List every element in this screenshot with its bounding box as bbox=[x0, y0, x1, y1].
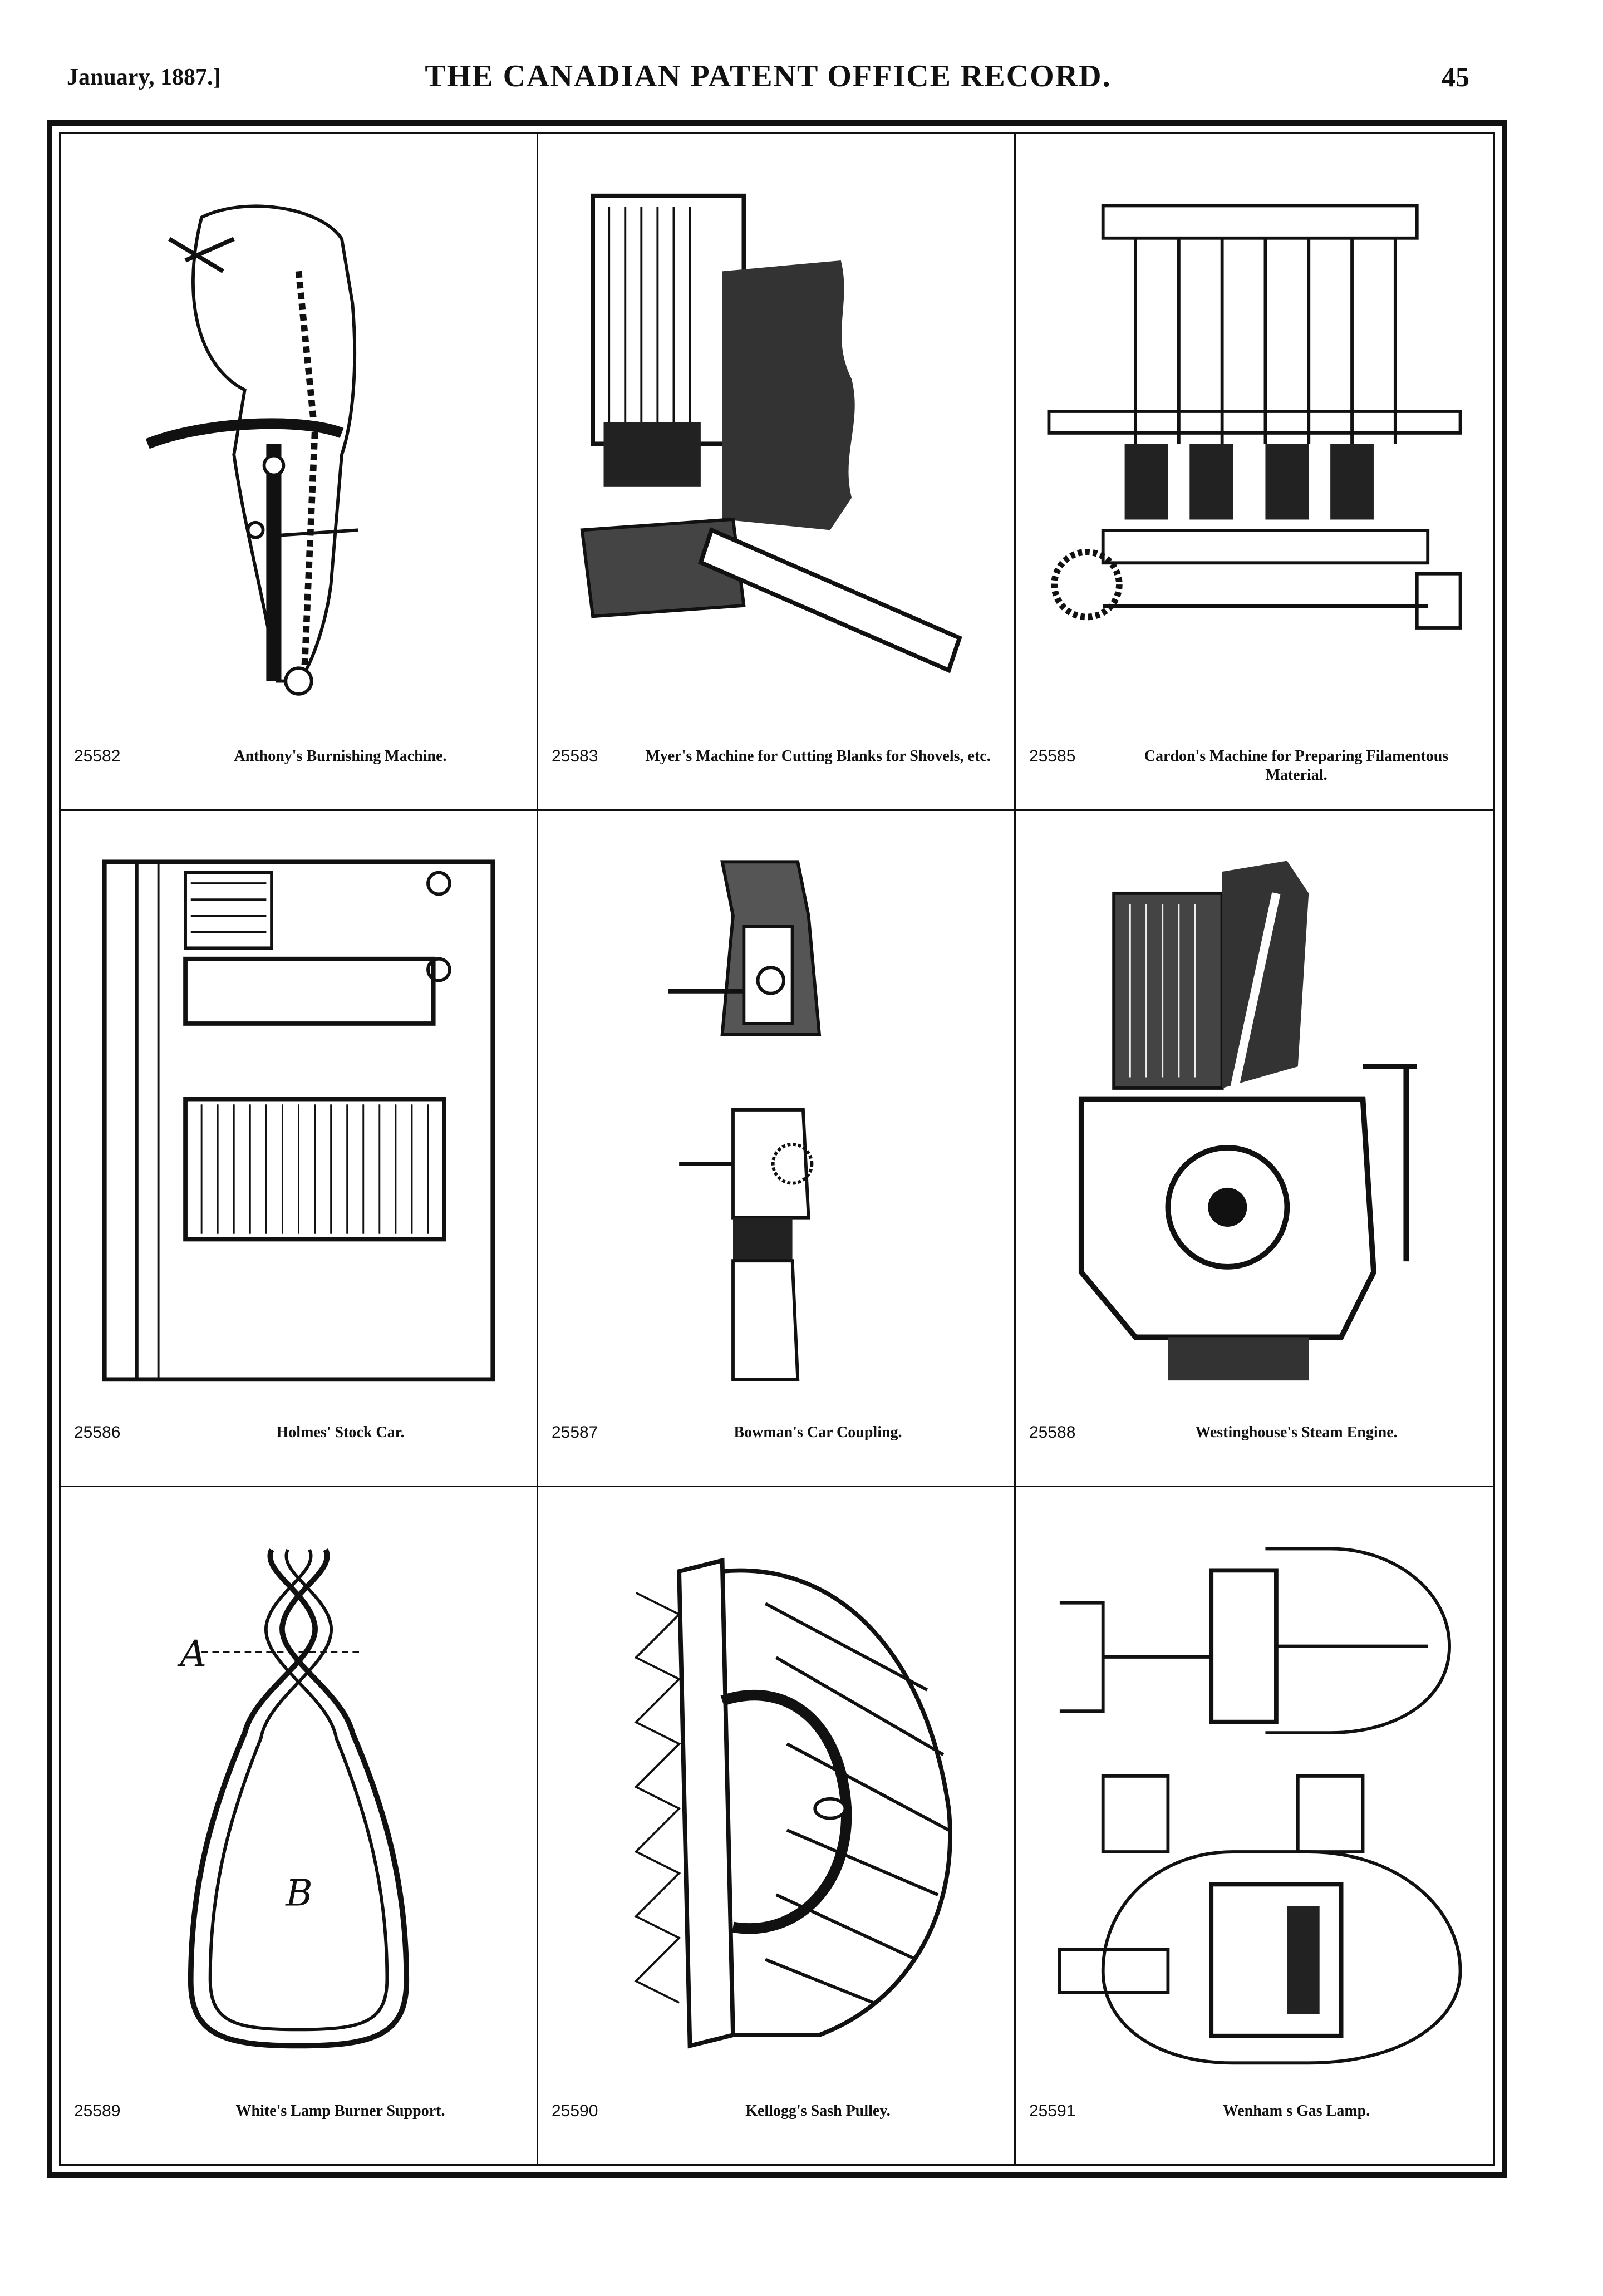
figure-label-a: A bbox=[176, 1633, 206, 1675]
figure-frame-inner: 25582 Anthony's Burnishing Machine. bbox=[59, 132, 1495, 2166]
figure-cell-25582: 25582 Anthony's Burnishing Machine. bbox=[61, 134, 538, 811]
lamp-burner-support-drawing: A B bbox=[83, 1504, 514, 2092]
patent-title: Anthony's Burnishing Machine. bbox=[234, 747, 447, 765]
patent-title: Wenham s Gas Lamp. bbox=[1222, 2102, 1370, 2120]
patent-number: 25586 bbox=[74, 1423, 121, 1442]
figure-cell-25587: 25587 Bowman's Car Coupling. bbox=[538, 810, 1016, 1488]
gas-lamp-drawing bbox=[1038, 1504, 1471, 2092]
patent-number: 25588 bbox=[1029, 1423, 1076, 1442]
figure-caption: 25588 Westinghouse's Steam Engine. bbox=[1029, 1419, 1480, 1472]
filament-machine-drawing bbox=[1038, 151, 1471, 737]
patent-title: Bowman's Car Coupling. bbox=[734, 1424, 902, 1442]
figure-cell-25586: 25586 Holmes' Stock Car. bbox=[61, 810, 538, 1488]
figure-grid: 25582 Anthony's Burnishing Machine. bbox=[61, 134, 1493, 2164]
steam-engine-drawing bbox=[1038, 828, 1471, 1414]
patent-title: Holmes' Stock Car. bbox=[276, 1424, 405, 1442]
patent-title: Westinghouse's Steam Engine. bbox=[1195, 1424, 1398, 1442]
figure-caption: 25583 Myer's Machine for Cutting Blanks … bbox=[552, 743, 1001, 796]
figure-caption: 25589 White's Lamp Burner Support. bbox=[74, 2097, 523, 2151]
figure-cell-25589: A B 25589 White's Lamp Burner Support. bbox=[61, 1487, 538, 2164]
publication-title: THE CANADIAN PATENT OFFICE RECORD. bbox=[425, 59, 1112, 94]
figure-cell-25583: 25583 Myer's Machine for Cutting Blanks … bbox=[538, 134, 1016, 811]
patent-title: Cardon's Machine for Preparing Filamento… bbox=[1144, 747, 1449, 784]
figure-caption: 25582 Anthony's Burnishing Machine. bbox=[74, 743, 523, 796]
stock-car-drawing bbox=[83, 828, 514, 1414]
patent-number: 25583 bbox=[552, 746, 598, 765]
page-header: January, 1887.] THE CANADIAN PATENT OFFI… bbox=[67, 58, 1469, 109]
patent-number: 25587 bbox=[552, 1423, 598, 1442]
car-coupling-drawing bbox=[560, 828, 992, 1414]
figure-cell-25590: 25590 Kellogg's Sash Pulley. bbox=[538, 1487, 1016, 2164]
figure-caption: 25585 Cardon's Machine for Preparing Fil… bbox=[1029, 743, 1480, 796]
figure-caption: 25590 Kellogg's Sash Pulley. bbox=[552, 2097, 1001, 2151]
patent-title: Kellogg's Sash Pulley. bbox=[745, 2102, 891, 2120]
patent-number: 25590 bbox=[552, 2101, 598, 2120]
blank-cutting-machine-drawing bbox=[560, 151, 992, 737]
patent-number: 25589 bbox=[74, 2101, 121, 2120]
figure-cell-25588: 25588 Westinghouse's Steam Engine. bbox=[1016, 811, 1493, 1488]
patent-number: 25591 bbox=[1029, 2101, 1076, 2120]
figure-caption: 25586 Holmes' Stock Car. bbox=[74, 1419, 523, 1472]
figure-label-b: B bbox=[285, 1872, 312, 1915]
patent-number: 25585 bbox=[1029, 746, 1076, 765]
figure-caption: 25587 Bowman's Car Coupling. bbox=[552, 1419, 1001, 1472]
page-number: 45 bbox=[1442, 61, 1469, 92]
patent-number: 25582 bbox=[74, 746, 121, 765]
issue-date: January, 1887.] bbox=[67, 65, 221, 90]
sash-pulley-drawing bbox=[560, 1504, 992, 2092]
burnishing-machine-drawing bbox=[83, 151, 514, 737]
figure-frame: 25582 Anthony's Burnishing Machine. bbox=[47, 120, 1507, 2178]
figure-cell-25591: 25591 Wenham s Gas Lamp. bbox=[1016, 1487, 1493, 2164]
patent-title: Myer's Machine for Cutting Blanks for Sh… bbox=[645, 747, 991, 765]
figure-caption: 25591 Wenham s Gas Lamp. bbox=[1029, 2097, 1480, 2151]
figure-cell-25585: 25585 Cardon's Machine for Preparing Fil… bbox=[1016, 134, 1493, 811]
patent-title: White's Lamp Burner Support. bbox=[235, 2102, 445, 2120]
